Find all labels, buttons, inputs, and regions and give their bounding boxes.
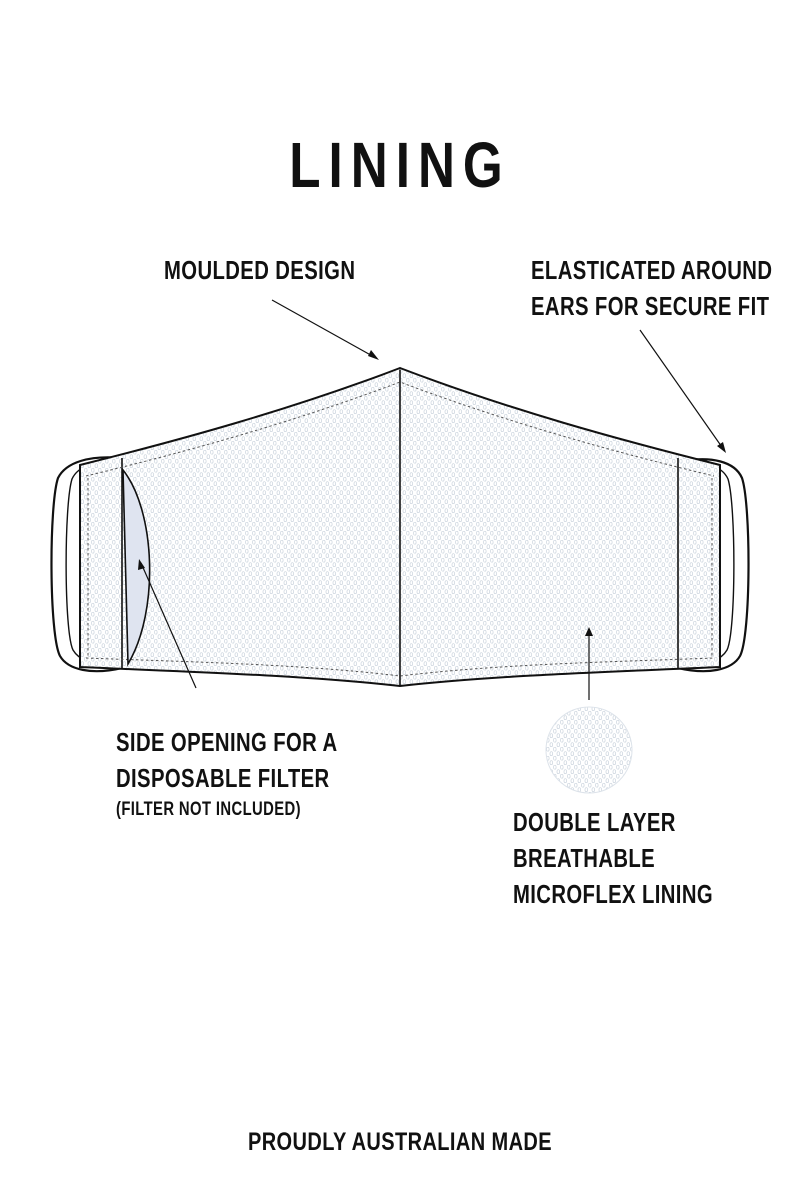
filter-opening (122, 467, 151, 667)
right-ear-loop (677, 458, 750, 673)
callout-lining-line3: MICROFLEX LINING (513, 879, 714, 909)
elastic-arrow (639, 329, 725, 451)
callout-moulded-design: MOULDED DESIGN (164, 255, 356, 285)
callout-lining-line2: BREATHABLE (513, 843, 656, 873)
callout-elastic-line2: EARS FOR SECURE FIT (531, 291, 770, 321)
moulded-arrow (271, 299, 377, 359)
page-title: LINING (289, 129, 511, 201)
callout-side-line2: DISPOSABLE FILTER (116, 763, 330, 793)
callout-side-line1: SIDE OPENING FOR A (116, 727, 338, 757)
footer-tagline: PROUDLY AUSTRALIAN MADE (247, 1128, 553, 1156)
mesh-zoom-circle (545, 706, 633, 794)
callout-elastic-line1: ELASTICATED AROUND (531, 255, 773, 285)
side-arrow (140, 562, 197, 689)
callout-side-note: (FILTER NOT INCLUDED) (116, 799, 301, 820)
callout-lining-line1: DOUBLE LAYER (513, 807, 676, 837)
left-ear-loop (50, 456, 123, 673)
